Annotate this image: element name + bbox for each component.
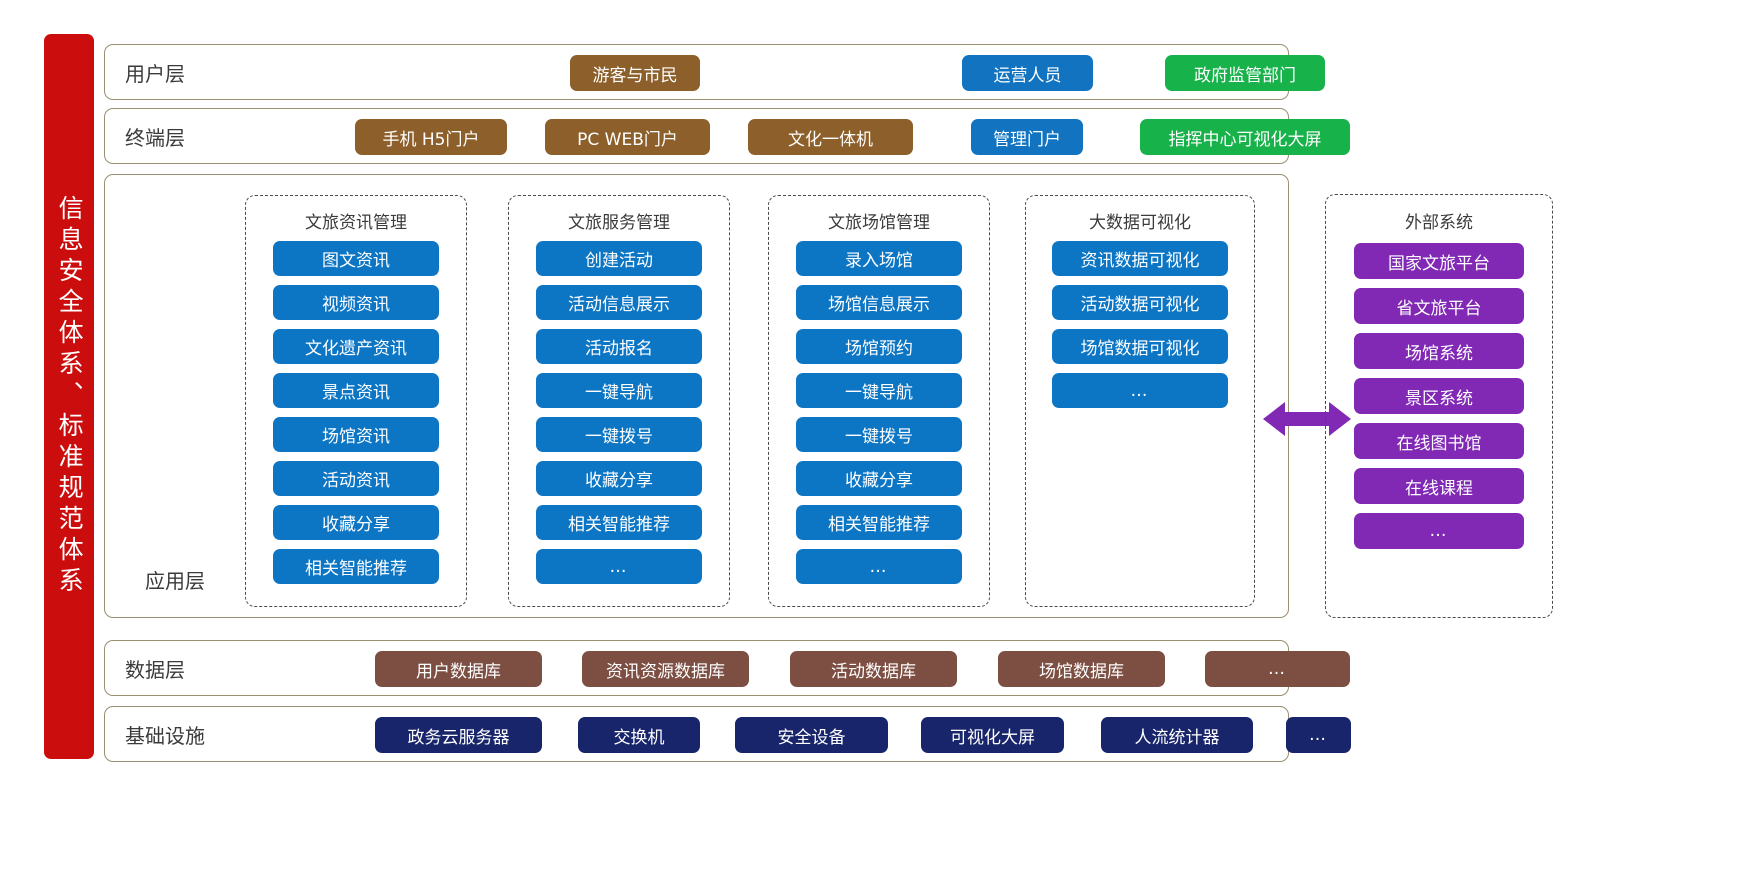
app-item[interactable]: 收藏分享 [273, 505, 439, 540]
user-role-tourists[interactable]: 游客与市民 [570, 55, 700, 91]
terminal-mobile-h5[interactable]: 手机 H5门户 [355, 119, 507, 155]
external-item[interactable]: 国家文旅平台 [1354, 243, 1524, 279]
terminal-command-screen[interactable]: 指挥中心可视化大屏 [1140, 119, 1350, 155]
app-group-title: 文旅服务管理 [568, 213, 670, 233]
app-item[interactable]: 活动报名 [536, 329, 702, 364]
external-item[interactable]: 景区系统 [1354, 378, 1524, 414]
app-item[interactable]: 相关智能推荐 [536, 505, 702, 540]
data-layer-band: 数据层 用户数据库 资讯资源数据库 活动数据库 场馆数据库 … [104, 640, 1350, 696]
database-venue[interactable]: 场馆数据库 [998, 651, 1165, 687]
infra-big-screen[interactable]: 可视化大屏 [921, 717, 1064, 753]
app-item[interactable]: 一键导航 [536, 373, 702, 408]
app-item-more[interactable]: … [796, 549, 962, 584]
app-item[interactable]: 录入场馆 [796, 241, 962, 276]
bidirectional-arrow-icon [1263, 398, 1351, 440]
app-item[interactable]: 景点资讯 [273, 373, 439, 408]
infra-switch[interactable]: 交换机 [578, 717, 700, 753]
application-layer-label: 应用层 [145, 569, 205, 593]
app-group-bigdata: 大数据可视化 资讯数据可视化 活动数据可视化 场馆数据可视化 … [1025, 195, 1255, 607]
app-item[interactable]: 活动信息展示 [536, 285, 702, 320]
external-systems-group: 外部系统 国家文旅平台 省文旅平台 场馆系统 景区系统 在线图书馆 在线课程 … [1325, 194, 1553, 618]
app-group-items: 创建活动 活动信息展示 活动报名 一键导航 一键拨号 收藏分享 相关智能推荐 … [509, 241, 729, 584]
app-item[interactable]: 场馆数据可视化 [1052, 329, 1228, 364]
app-item[interactable]: 活动数据可视化 [1052, 285, 1228, 320]
infra-people-counter[interactable]: 人流统计器 [1101, 717, 1253, 753]
infrastructure-layer-band: 基础设施 政务云服务器 交换机 安全设备 可视化大屏 人流统计器 … [104, 706, 1351, 762]
data-layer-label: 数据层 [125, 657, 185, 682]
infra-cloud-server[interactable]: 政务云服务器 [375, 717, 542, 753]
app-group-venue: 文旅场馆管理 录入场馆 场馆信息展示 场馆预约 一键导航 一键拨号 收藏分享 相… [768, 195, 990, 607]
user-role-government[interactable]: 政府监管部门 [1165, 55, 1325, 91]
user-layer-label: 用户层 [125, 61, 185, 86]
infrastructure-layer-label: 基础设施 [125, 723, 205, 748]
app-item[interactable]: 图文资讯 [273, 241, 439, 276]
external-item[interactable]: 在线图书馆 [1354, 423, 1524, 459]
database-more[interactable]: … [1205, 651, 1350, 687]
external-systems-title: 外部系统 [1405, 213, 1473, 233]
user-role-operators[interactable]: 运营人员 [962, 55, 1093, 91]
app-item[interactable]: 收藏分享 [536, 461, 702, 496]
security-standards-sidebar: 信息安全体系、标准规范体系 [44, 34, 94, 759]
app-group-service: 文旅服务管理 创建活动 活动信息展示 活动报名 一键导航 一键拨号 收藏分享 相… [508, 195, 730, 607]
infra-security-device[interactable]: 安全设备 [735, 717, 888, 753]
app-group-items: 录入场馆 场馆信息展示 场馆预约 一键导航 一键拨号 收藏分享 相关智能推荐 … [769, 241, 989, 584]
app-item[interactable]: 一键拨号 [796, 417, 962, 452]
app-group-title: 大数据可视化 [1089, 213, 1191, 233]
app-item-more[interactable]: … [536, 549, 702, 584]
terminal-culture-kiosk[interactable]: 文化一体机 [748, 119, 913, 155]
app-item[interactable]: 视频资讯 [273, 285, 439, 320]
external-item[interactable]: 在线课程 [1354, 468, 1524, 504]
external-systems-items: 国家文旅平台 省文旅平台 场馆系统 景区系统 在线图书馆 在线课程 … [1326, 243, 1552, 549]
app-group-items: 资讯数据可视化 活动数据可视化 场馆数据可视化 … [1026, 241, 1254, 408]
app-group-title: 文旅资讯管理 [305, 213, 407, 233]
app-item[interactable]: 一键导航 [796, 373, 962, 408]
app-item[interactable]: 相关智能推荐 [796, 505, 962, 540]
app-item[interactable]: 资讯数据可视化 [1052, 241, 1228, 276]
terminal-layer-band: 终端层 手机 H5门户 PC WEB门户 文化一体机 管理门户 指挥中心可视化大… [104, 108, 1350, 164]
database-activity[interactable]: 活动数据库 [790, 651, 957, 687]
security-sidebar-label: 信息安全体系、标准规范体系 [55, 195, 85, 598]
app-item[interactable]: 场馆资讯 [273, 417, 439, 452]
terminal-layer-label: 终端层 [125, 125, 185, 150]
app-item[interactable]: 收藏分享 [796, 461, 962, 496]
terminal-pc-web[interactable]: PC WEB门户 [545, 119, 710, 155]
terminal-admin-portal[interactable]: 管理门户 [971, 119, 1083, 155]
external-item[interactable]: 场馆系统 [1354, 333, 1524, 369]
database-content[interactable]: 资讯资源数据库 [582, 651, 749, 687]
app-group-information: 文旅资讯管理 图文资讯 视频资讯 文化遗产资讯 景点资讯 场馆资讯 活动资讯 收… [245, 195, 467, 607]
app-group-items: 图文资讯 视频资讯 文化遗产资讯 景点资讯 场馆资讯 活动资讯 收藏分享 相关智… [246, 241, 466, 584]
external-item-more[interactable]: … [1354, 513, 1524, 549]
external-item[interactable]: 省文旅平台 [1354, 288, 1524, 324]
infra-more[interactable]: … [1286, 717, 1351, 753]
app-item[interactable]: 活动资讯 [273, 461, 439, 496]
app-item[interactable]: 一键拨号 [536, 417, 702, 452]
app-item[interactable]: 创建活动 [536, 241, 702, 276]
app-item[interactable]: 文化遗产资讯 [273, 329, 439, 364]
app-item[interactable]: 相关智能推荐 [273, 549, 439, 584]
app-group-title: 文旅场馆管理 [828, 213, 930, 233]
app-item-more[interactable]: … [1052, 373, 1228, 408]
database-user[interactable]: 用户数据库 [375, 651, 542, 687]
user-layer-band: 用户层 游客与市民 运营人员 政府监管部门 [104, 44, 1325, 100]
app-item[interactable]: 场馆预约 [796, 329, 962, 364]
app-item[interactable]: 场馆信息展示 [796, 285, 962, 320]
application-layer-band: 应用层 文旅资讯管理 图文资讯 视频资讯 文化遗产资讯 景点资讯 场馆资讯 活动… [104, 174, 1289, 618]
